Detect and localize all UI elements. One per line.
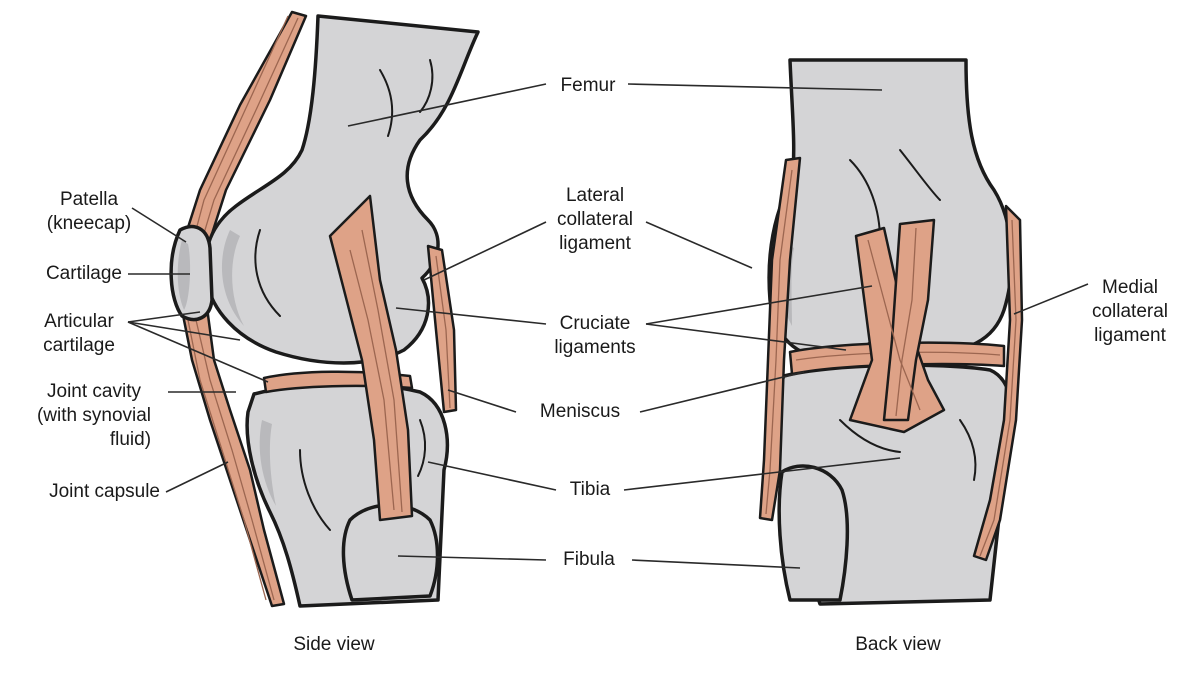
label-medial-line-2: collateral [1091, 301, 1169, 322]
label-joint-cavity: Joint cavity (with synovial fluid) [37, 380, 151, 452]
label-meniscus-text: Meniscus [539, 401, 621, 422]
label-fibula: Fibula [563, 548, 615, 572]
patella-side-shape [169, 224, 214, 322]
label-joint-capsule-text: Joint capsule [49, 481, 160, 502]
label-medial-line-1: Medial [1102, 277, 1158, 298]
label-joint-cavity-line-1: Joint cavity [47, 381, 141, 402]
label-lateral-line-3: ligament [559, 233, 631, 254]
label-meniscus: Meniscus [540, 400, 620, 424]
label-articular-cartilage: Articular cartilage [43, 310, 115, 358]
cruciate-side-shape [328, 194, 414, 522]
label-cruciate-line-1: Cruciate [559, 313, 631, 334]
label-cruciate-line-2: ligaments [554, 337, 636, 358]
label-articular-line-1: Articular [44, 311, 114, 332]
caption-side-view: Side view [293, 634, 375, 655]
label-medial-line-3: ligament [1094, 325, 1166, 346]
label-medial-collateral: Medial collateral ligament [1092, 276, 1168, 348]
back-view-illustration [758, 58, 1024, 606]
label-lateral-line-2: collateral [556, 209, 634, 230]
label-patella: Patella (kneecap) [47, 188, 132, 236]
side-view-illustration [169, 10, 480, 608]
label-femur: Femur [561, 74, 616, 98]
label-femur-text: Femur [560, 75, 616, 96]
femur-side-shape [203, 14, 480, 365]
fibula-back-shape [777, 464, 850, 602]
label-lateral-collateral: Lateral collateral ligament [557, 184, 633, 256]
label-cruciate: Cruciate ligaments [554, 312, 635, 360]
label-articular-line-2: cartilage [43, 335, 115, 356]
label-joint-cavity-line-3: fluid) [109, 429, 152, 450]
label-fibula-text: Fibula [563, 549, 615, 570]
lateral-collateral-side-shape [426, 244, 458, 414]
lateral-collateral-back-shape [758, 156, 802, 522]
medial-collateral-back-shape [972, 204, 1024, 562]
label-tibia-text: Tibia [569, 479, 611, 500]
label-patella-line-2: (kneecap) [46, 213, 132, 234]
label-patella-line-1: Patella [59, 189, 119, 210]
label-lateral-line-1: Lateral [565, 185, 625, 206]
label-joint-cavity-line-2: (with synovial [36, 405, 152, 426]
label-cartilage-text: Cartilage [45, 263, 122, 284]
label-cartilage: Cartilage [46, 262, 122, 286]
label-tibia: Tibia [570, 478, 610, 502]
leader-lines [127, 83, 1089, 569]
label-joint-capsule: Joint capsule [49, 480, 160, 504]
caption-back-view: Back view [855, 634, 941, 655]
